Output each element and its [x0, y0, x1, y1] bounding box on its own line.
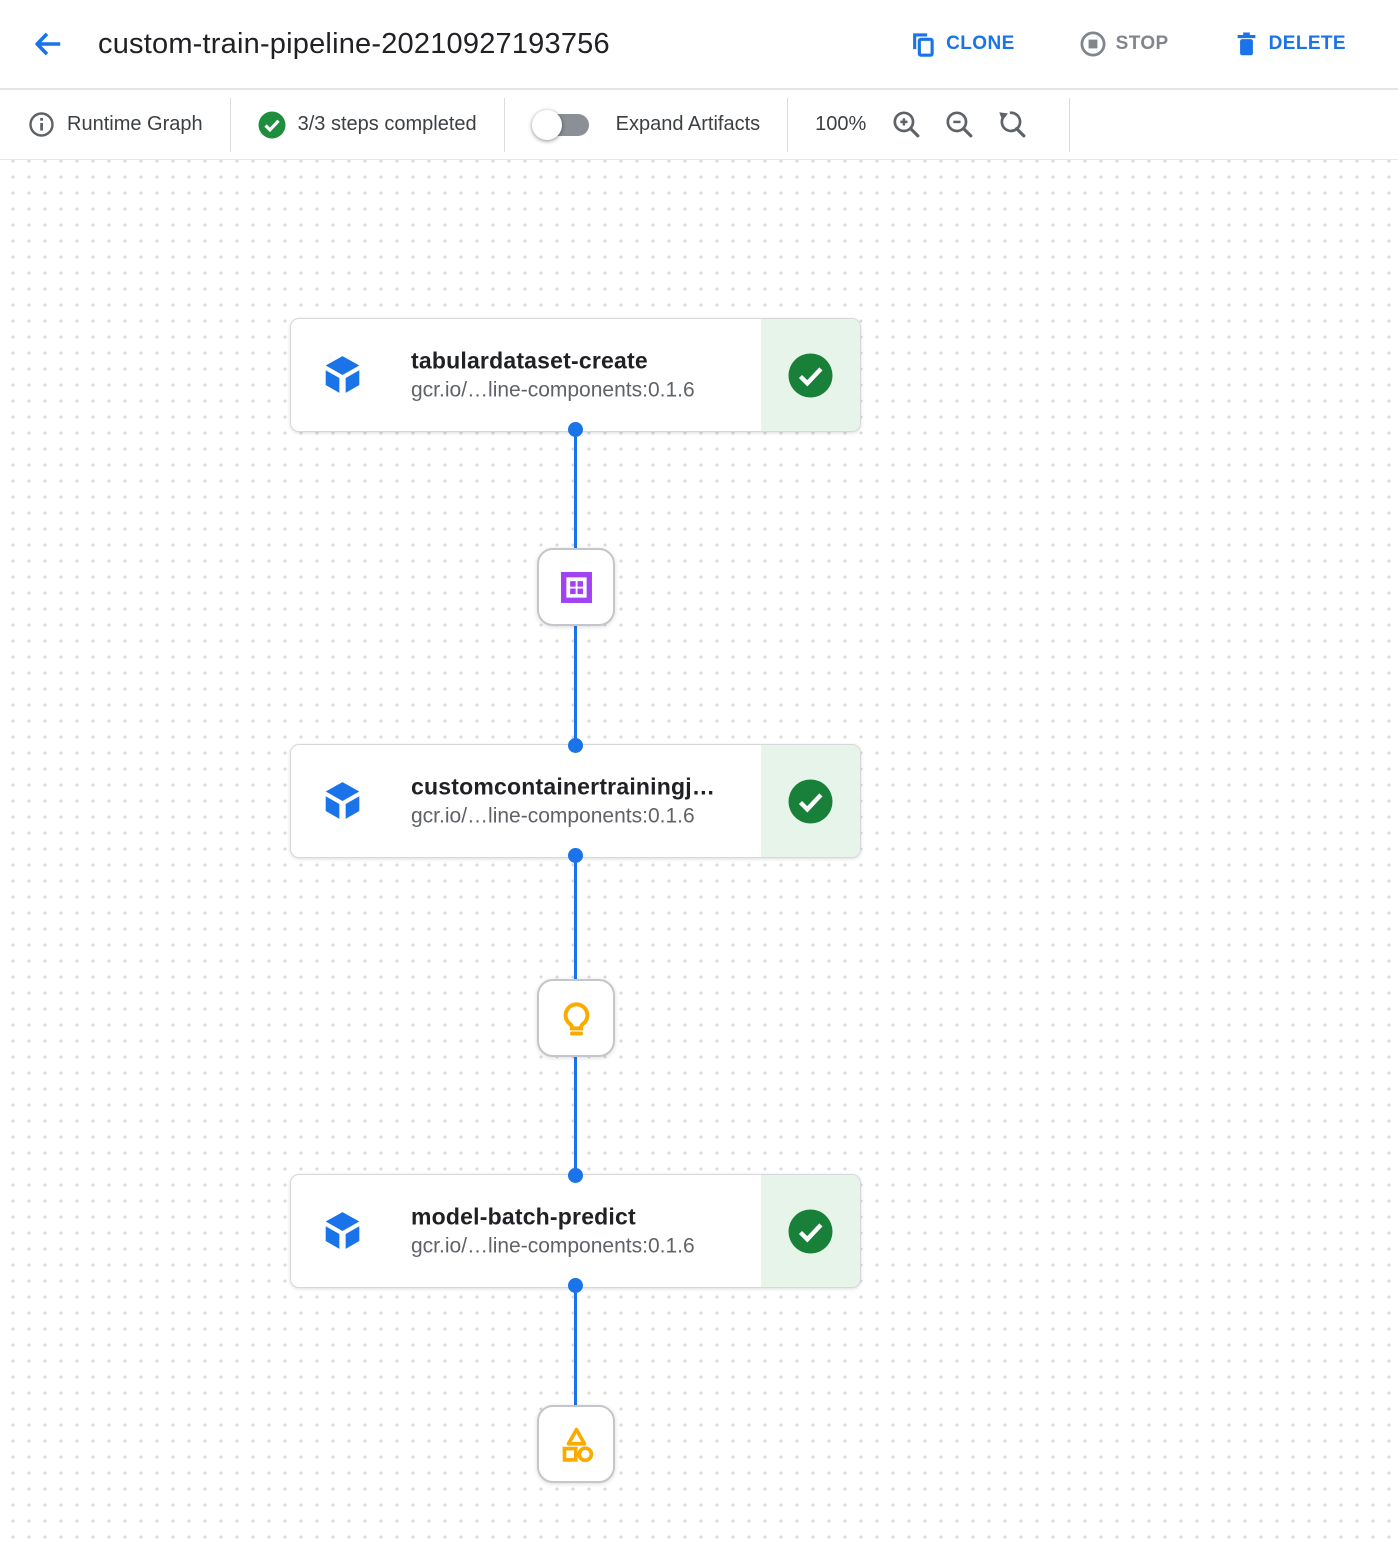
edge-connection-dot [568, 738, 583, 753]
success-check-icon [788, 779, 833, 823]
artifact-node-model[interactable] [537, 979, 615, 1057]
step-status-panel [761, 1175, 860, 1287]
page-title: custom-train-pipeline-20210927193756 [98, 27, 610, 60]
step-text: tabulardataset-create gcr.io/…line-compo… [411, 348, 695, 403]
edge-connection-dot [568, 1168, 583, 1183]
toggle-knob [531, 109, 562, 140]
back-button[interactable] [26, 22, 70, 66]
delete-button-label: DELETE [1268, 33, 1346, 54]
clone-button-label: CLONE [946, 33, 1015, 54]
component-cube-icon [325, 356, 360, 393]
runtime-graph-label-group: Runtime Graph [28, 111, 203, 138]
runtime-graph-label: Runtime Graph [67, 113, 203, 135]
component-cube-icon [325, 1212, 360, 1249]
check-circle-icon [258, 111, 286, 138]
header: custom-train-pipeline-20210927193756 CLO… [0, 0, 1398, 90]
stop-icon [1080, 31, 1106, 57]
edge-line [574, 1286, 577, 1415]
step-image-ref: gcr.io/…line-components:0.1.6 [411, 378, 695, 402]
zoom-reset-button[interactable] [993, 105, 1032, 144]
arrow-back-icon [35, 32, 61, 56]
dataset-icon [560, 571, 592, 603]
step-title: tabulardataset-create [411, 347, 648, 374]
stop-button[interactable]: STOP [1079, 30, 1169, 58]
artifact-node-dataset[interactable] [537, 548, 615, 626]
zoom-out-icon [946, 111, 973, 138]
artifact-node-artifact[interactable] [537, 1405, 615, 1483]
clone-icon [913, 32, 934, 57]
step-image-ref: gcr.io/…line-components:0.1.6 [411, 1234, 695, 1258]
expand-artifacts-toggle[interactable] [531, 109, 592, 140]
toolbar-divider [503, 97, 505, 152]
delete-icon [1237, 31, 1256, 55]
edge-connection-dot [568, 422, 583, 437]
step-node-customcontainertrainingjob[interactable]: customcontainertrainingj… gcr.io/…line-c… [290, 744, 861, 858]
expand-artifacts-label: Expand Artifacts [615, 113, 761, 135]
step-status-panel [761, 319, 860, 431]
success-check-icon [788, 1209, 833, 1253]
zoom-level-value: 100% [815, 113, 867, 135]
info-icon[interactable] [28, 111, 55, 138]
graph-toolbar: Runtime Graph 3/3 steps completed Expand… [0, 90, 1398, 160]
pipeline-graph-canvas[interactable]: tabulardataset-create gcr.io/…line-compo… [0, 160, 1398, 1544]
step-text: model-batch-predict gcr.io/…line-compone… [411, 1204, 695, 1259]
delete-button[interactable]: DELETE [1233, 30, 1346, 59]
stop-button-label: STOP [1115, 33, 1169, 54]
toolbar-divider [1069, 97, 1071, 152]
artifact-icon [562, 1427, 593, 1462]
step-image-ref: gcr.io/…line-components:0.1.6 [411, 804, 695, 828]
model-icon [563, 1001, 589, 1035]
step-text: customcontainertrainingj… gcr.io/…line-c… [411, 774, 715, 829]
expand-artifacts-group: Expand Artifacts [531, 109, 761, 140]
zoom-in-button[interactable] [887, 105, 926, 144]
toolbar-divider [229, 97, 231, 152]
edge-connection-dot [568, 1278, 583, 1293]
toolbar-divider [787, 97, 789, 152]
zoom-reset-icon [999, 111, 1026, 138]
step-title: customcontainertrainingj… [411, 773, 716, 800]
edge-connection-dot [568, 848, 583, 863]
clone-button[interactable]: CLONE [910, 31, 1015, 58]
zoom-out-button[interactable] [940, 105, 979, 144]
step-node-model-batch-predict[interactable]: model-batch-predict gcr.io/…line-compone… [290, 1174, 861, 1288]
step-status-panel [761, 745, 860, 857]
step-node-tabulardataset-create[interactable]: tabulardataset-create gcr.io/…line-compo… [290, 318, 861, 432]
success-check-icon [788, 353, 833, 397]
zoom-in-icon [893, 111, 920, 138]
steps-completed-status: 3/3 steps completed [258, 111, 477, 139]
header-actions: CLONE STOP DELETE [910, 30, 1398, 59]
step-title: model-batch-predict [411, 1203, 636, 1230]
component-cube-icon [325, 782, 360, 819]
steps-completed-label: 3/3 steps completed [297, 113, 477, 135]
